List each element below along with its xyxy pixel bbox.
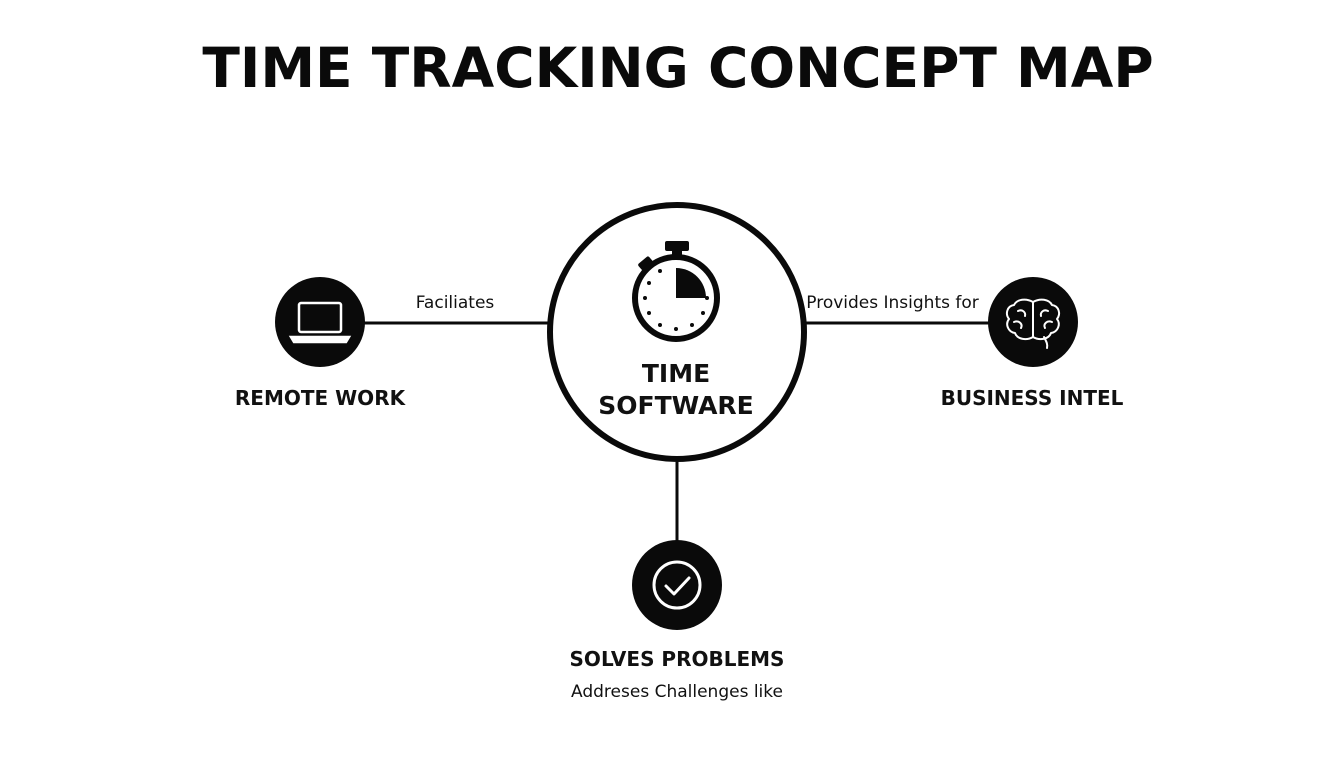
- edge-label-right: Provides Insights for: [806, 293, 979, 313]
- node-label-business-intel: BUSINESS INTEL: [940, 386, 1124, 410]
- remote-work-node-circle: [275, 277, 365, 367]
- brain-icon: [1005, 298, 1061, 349]
- edge-label-left: Faciliates: [415, 293, 495, 313]
- solves-problems-node-circle: [632, 540, 722, 630]
- laptop-icon: [288, 301, 352, 344]
- stopwatch-icon: [632, 241, 720, 342]
- center-node-label: TIME SOFTWARE: [576, 358, 776, 422]
- checkmark-icon: [652, 560, 702, 610]
- center-node-label-line2: SOFTWARE: [598, 391, 754, 420]
- node-label-solves-problems: SOLVES PROBLEMS: [569, 647, 785, 671]
- edge-label-bottom: Addreses Challenges like: [571, 682, 783, 702]
- page-title: TIME TRACKING CONCEPT MAP: [202, 36, 1154, 100]
- node-label-remote-work: REMOTE WORK: [234, 386, 406, 410]
- center-node-label-line1: TIME: [641, 359, 711, 388]
